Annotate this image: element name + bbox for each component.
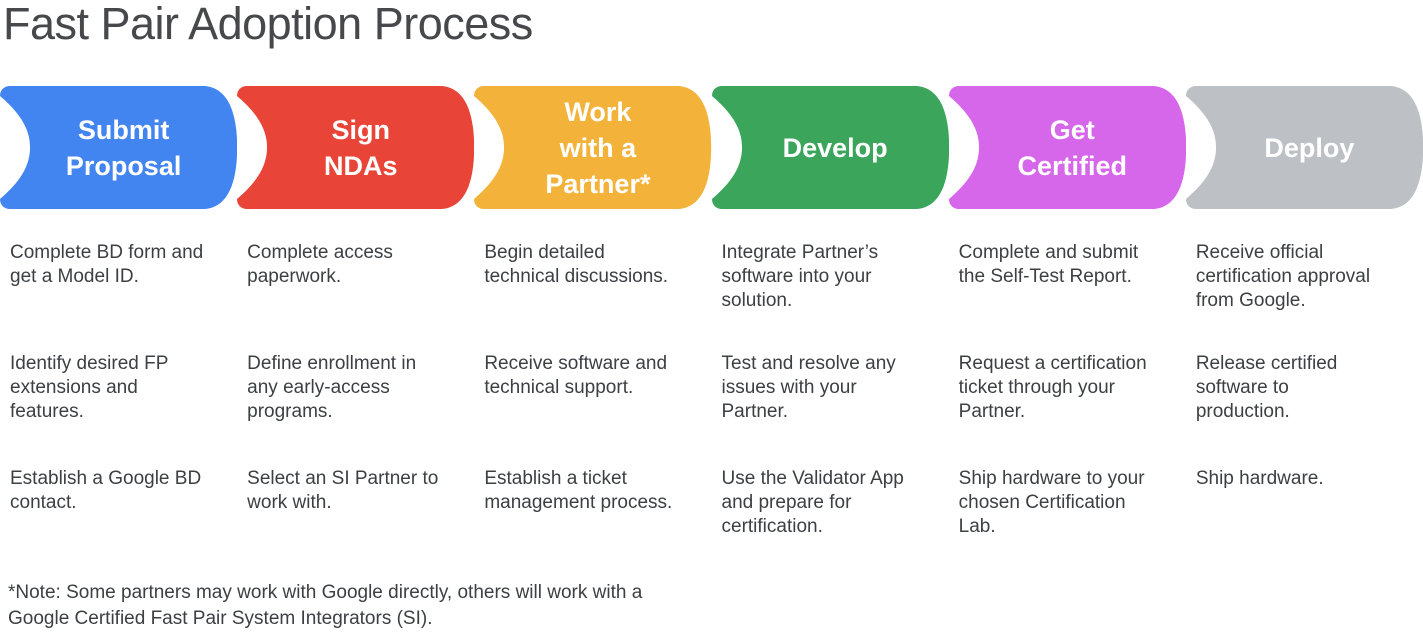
stage-label: Deploy <box>1264 132 1355 163</box>
stage-sign-ndas: Sign NDAs <box>237 86 475 209</box>
stage-details-grid: Complete BD form and get a Model ID. Com… <box>0 241 1423 539</box>
stage-detail-develop-2: Test and resolve any issues with your Pa… <box>721 353 896 422</box>
stage-detail-get-certified-1: Complete and submit the Self-Test Report… <box>958 242 1139 287</box>
stage-shape-chevron <box>711 86 949 209</box>
stage-detail-submit-proposal-2: Identify desired FP extensions and featu… <box>10 353 169 422</box>
stage-shape-chevron <box>474 86 712 209</box>
stage-detail-submit-proposal-1: Complete BD form and get a Model ID. <box>10 242 204 287</box>
stage-detail-sign-ndas-2: Define enrollment in any early-access pr… <box>247 353 417 422</box>
stage-detail-work-with-partner-1: Begin detailed technical discussions. <box>484 242 669 287</box>
stage-label: Submit Proposal <box>65 114 182 181</box>
stage-detail-work-with-partner-2: Receive software and technical support. <box>484 353 668 398</box>
stage-shape-path <box>948 86 1186 209</box>
stage-shape-chevron <box>948 86 1186 209</box>
stage-develop: Develop <box>711 86 949 209</box>
stage-get-certified: Get Certified <box>948 86 1186 209</box>
stage-detail-develop-1: Integrate Partner’s software into your s… <box>721 242 879 311</box>
stage-submit-proposal: Submit Proposal <box>0 86 238 209</box>
stage-detail-submit-proposal-3: Establish a Google BD contact. <box>10 468 202 513</box>
stage-deploy: Deploy <box>1185 86 1423 209</box>
stage-detail-get-certified-3: Ship hardware to your chosen Certificati… <box>958 468 1145 537</box>
stage-shape-path <box>237 86 475 209</box>
stage-label: Work with a Partner* <box>545 96 651 199</box>
page-title: Fast Pair Adoption Process <box>3 0 533 49</box>
stage-detail-deploy-3: Ship hardware. <box>1195 468 1324 489</box>
stage-detail-get-certified-2: Request a certification ticket through y… <box>958 353 1147 422</box>
stage-detail-work-with-partner-3: Establish a ticket management process. <box>484 468 673 513</box>
stage-shape-path <box>1185 86 1423 209</box>
stage-shape-chevron <box>0 86 238 209</box>
stage-detail-deploy-2: Release certified software to production… <box>1195 353 1338 422</box>
stage-shape-path <box>474 86 712 209</box>
stage-label: Get Certified <box>1017 114 1128 181</box>
footnote: *Note: Some partners may work with Googl… <box>8 582 643 629</box>
stage-detail-sign-ndas-3: Select an SI Partner to work with. <box>247 468 439 513</box>
stage-shape-path <box>0 86 238 209</box>
stage-shape-chevron <box>237 86 475 209</box>
stage-shape-path <box>711 86 949 209</box>
stage-detail-deploy-1: Receive official certification approval … <box>1195 242 1371 311</box>
stage-shape-chevron <box>1185 86 1423 209</box>
stage-label: Develop <box>782 132 888 163</box>
stage-work-with-partner: Work with a Partner* <box>474 86 712 209</box>
stage-detail-sign-ndas-1: Complete access paperwork. <box>247 242 393 287</box>
process-stages: Submit Proposal Sign NDAs Work with a Pa… <box>0 86 1423 209</box>
stage-detail-develop-3: Use the Validator App and prepare for ce… <box>721 468 904 537</box>
stage-label: Sign NDAs <box>324 114 398 181</box>
